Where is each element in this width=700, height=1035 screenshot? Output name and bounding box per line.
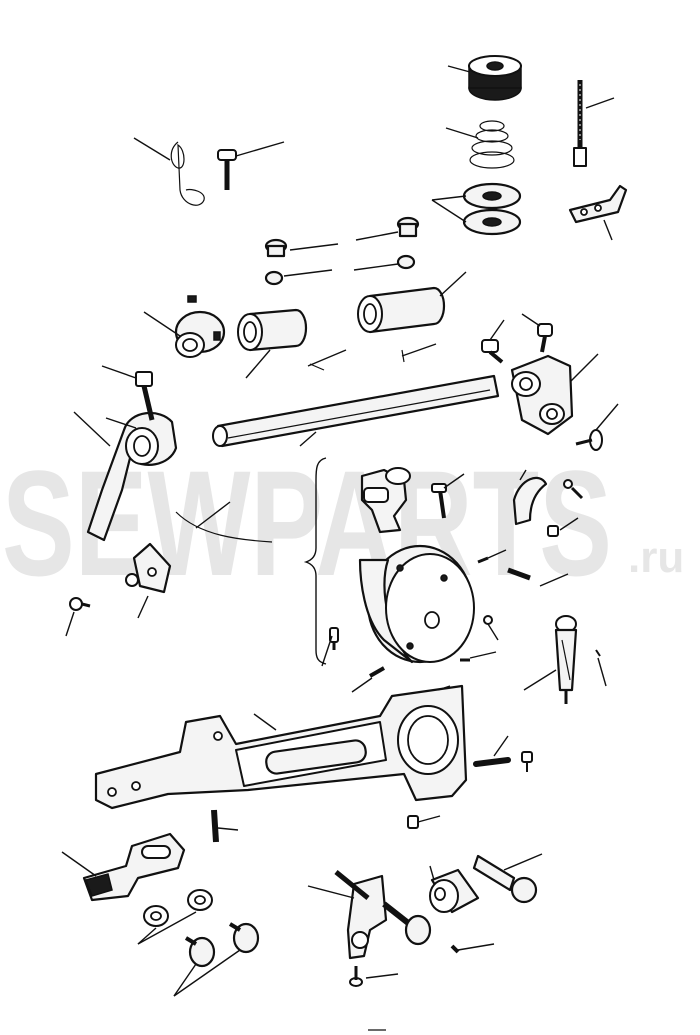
shaft-bushing-left — [237, 308, 308, 379]
crank-lever — [73, 365, 178, 542]
set-screws — [450, 943, 495, 954]
bent-wire-spring — [133, 137, 205, 206]
cam-eccentric — [321, 467, 475, 667]
tension-spring — [445, 120, 515, 169]
ring-washers — [137, 889, 213, 945]
small-plate — [65, 542, 172, 637]
wire-rod — [175, 501, 273, 543]
threaded-stud — [573, 80, 615, 167]
cam-hardware — [351, 469, 584, 693]
stud-with-head — [429, 853, 543, 914]
rock-shaft-crank — [481, 313, 619, 451]
actuating-lever — [94, 684, 468, 810]
thumb-screws — [173, 922, 260, 997]
thread-guide-bracket — [568, 184, 628, 241]
tension-discs — [431, 182, 522, 236]
bushings — [264, 216, 420, 286]
cross-block-clamp — [307, 870, 432, 987]
knurled-thumb-nut — [447, 55, 522, 101]
lever-pins — [211, 735, 533, 843]
group-brace — [303, 457, 327, 665]
shaft-bushing-right — [307, 271, 467, 371]
block-guide — [61, 832, 186, 902]
watermark-suffix: .ru — [628, 533, 684, 582]
main-shaft — [212, 374, 500, 448]
collar — [143, 295, 226, 358]
pin-stud — [523, 615, 607, 704]
small-screw — [217, 141, 285, 190]
